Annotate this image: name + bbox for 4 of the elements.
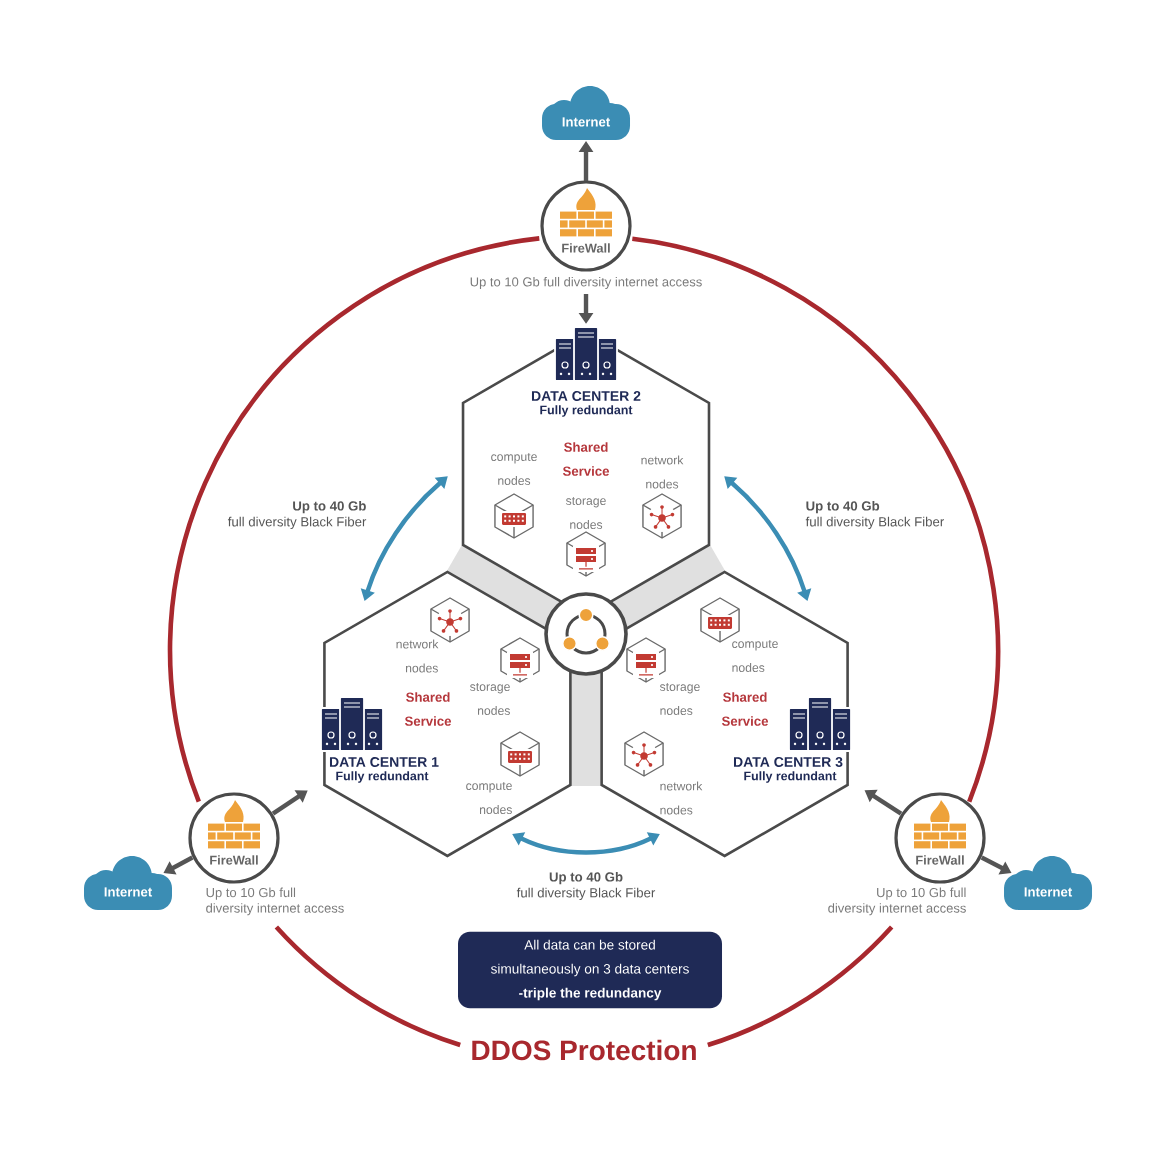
hexagon — [323, 570, 572, 858]
ring-label: DDOS Protection — [472, 1039, 696, 1061]
hexagon — [600, 570, 849, 858]
hexagon — [461, 348, 711, 604]
